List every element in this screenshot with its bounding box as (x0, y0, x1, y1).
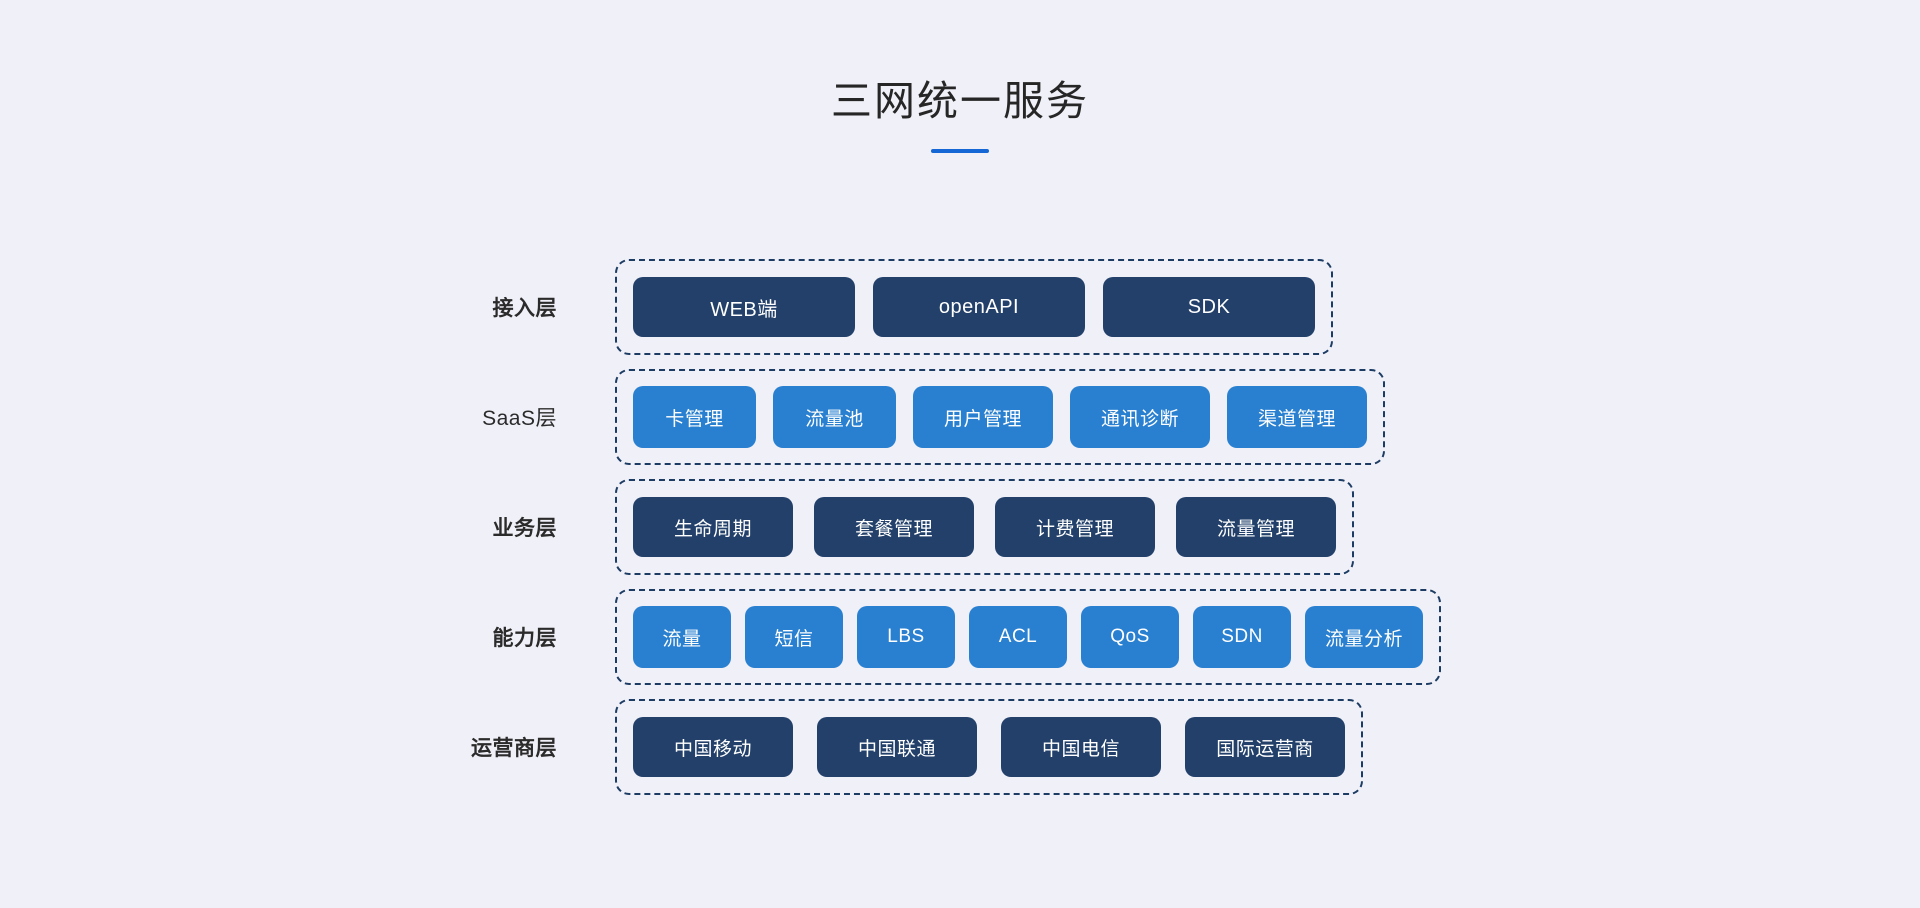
page-title: 三网统一服务 (831, 78, 1089, 124)
layer-node[interactable]: 通讯诊断 (1070, 386, 1210, 448)
layer-node[interactable]: QoS (1081, 606, 1179, 668)
layer-label-4: 运营商层 (471, 737, 557, 760)
layer-node[interactable]: openAPI (873, 277, 1085, 337)
layer-node[interactable]: ACL (969, 606, 1067, 668)
layer-node[interactable]: 流量 (633, 606, 731, 668)
layer-node[interactable]: 渠道管理 (1227, 386, 1367, 448)
layer-node[interactable]: SDN (1193, 606, 1291, 668)
layer-group-container: WEB端 openAPI SDK (615, 259, 1333, 355)
layer-group-container: 中国移动中国联通中国电信国际运营商 (615, 699, 1363, 795)
layer-row: SaaS层 卡管理流量池用户管理通讯诊断渠道管理 (0, 362, 1920, 472)
layer-row: 业务层 生命周期套餐管理计费管理流量管理 (0, 472, 1920, 582)
layer-group-container: 卡管理流量池用户管理通讯诊断渠道管理 (615, 369, 1385, 465)
layer-node[interactable]: 计费管理 (995, 497, 1155, 557)
layer-node[interactable]: SDK (1103, 277, 1315, 337)
title-block: 三网统一服务 (0, 76, 1920, 154)
layer-node[interactable]: 中国联通 (817, 717, 977, 777)
layer-node[interactable]: 中国移动 (633, 717, 793, 777)
layer-node[interactable]: 套餐管理 (814, 497, 974, 557)
layer-label-3: 能力层 (492, 627, 557, 650)
layer-node[interactable]: 国际运营商 (1185, 717, 1345, 777)
layer-row: 运营商层 中国移动中国联通中国电信国际运营商 (0, 692, 1920, 802)
layer-group-container: 生命周期套餐管理计费管理流量管理 (615, 479, 1354, 575)
layer-node[interactable]: 短信 (745, 606, 843, 668)
layer-label-2: 业务层 (492, 517, 557, 540)
layer-node[interactable]: 用户管理 (913, 386, 1053, 448)
layer-node[interactable]: 流量分析 (1305, 606, 1423, 668)
layer-node[interactable]: 生命周期 (633, 497, 793, 557)
architecture-diagram: 接入层 WEB端 openAPI SDK SaaS层 卡管理流量池用户管理通讯诊断渠道管理… (0, 252, 1920, 802)
layer-label-1: SaaS层 (482, 407, 557, 430)
layer-label-0: 接入层 (492, 297, 557, 320)
layer-node[interactable]: 流量池 (773, 386, 896, 448)
layer-row: 接入层 WEB端 openAPI SDK (0, 252, 1920, 362)
layer-node[interactable]: 流量管理 (1176, 497, 1336, 557)
layer-node[interactable]: 中国电信 (1001, 717, 1161, 777)
title-underline-rule (931, 149, 989, 154)
layer-node[interactable]: 卡管理 (633, 386, 756, 448)
layer-node[interactable]: LBS (857, 606, 955, 668)
layer-node[interactable]: WEB端 (633, 277, 855, 337)
